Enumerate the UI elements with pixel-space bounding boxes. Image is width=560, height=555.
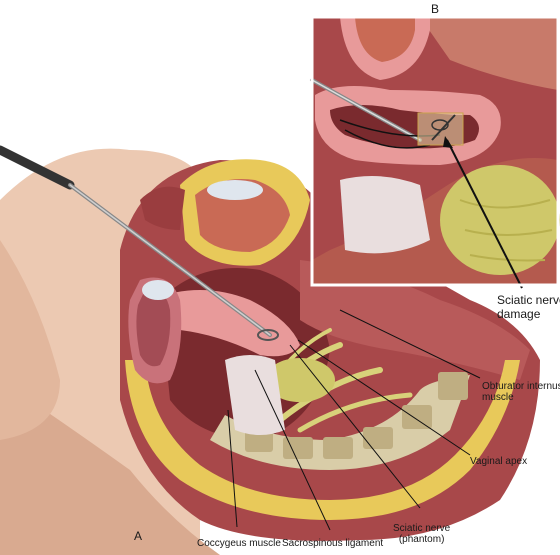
label-sciatic-nerve-phantom-line1: Sciatic nerve — [393, 523, 451, 534]
label-coccygeus-muscle: Coccygeus muscle — [197, 538, 281, 549]
sacrum-vertebrae — [210, 372, 470, 470]
label-sciatic-nerve-damage: Sciatic nerve damage — [497, 293, 560, 321]
label-vaginal-apex: Vaginal apex — [470, 456, 528, 467]
suturing-instrument — [0, 145, 279, 341]
panel-label-a: A — [134, 529, 143, 543]
skin-shading — [0, 380, 220, 555]
inset-sciatic-nerve — [440, 165, 560, 275]
damage-highlight-box — [417, 112, 464, 146]
label-obturator-internus-line2: muscle — [482, 392, 514, 403]
label-sacrospinous-ligament: Sacrospinous ligament — [282, 538, 384, 549]
label-obturator-internus: Obturator internus muscle — [482, 381, 560, 403]
label-obturator-internus-line1: Obturator internus — [482, 381, 560, 392]
sacrospinous-ligament-shape — [225, 355, 285, 435]
label-sciatic-nerve-damage-line1: Sciatic nerve — [497, 293, 560, 307]
label-sciatic-nerve-phantom: Sciatic nerve (phantom) — [393, 523, 450, 545]
leader-lines — [227, 309, 481, 531]
label-sciatic-nerve-phantom-line2: (phantom) — [398, 534, 445, 545]
label-sciatic-nerve-damage-line2: damage — [497, 307, 541, 321]
panel-a — [0, 145, 540, 555]
rectum — [128, 277, 182, 384]
fat-layer — [125, 360, 520, 520]
skin-shading-left — [0, 240, 60, 440]
panel-label-b: B — [431, 2, 440, 16]
bladder-pubis — [140, 159, 310, 266]
obturator-internus — [300, 260, 530, 380]
panel-b — [310, 15, 560, 289]
